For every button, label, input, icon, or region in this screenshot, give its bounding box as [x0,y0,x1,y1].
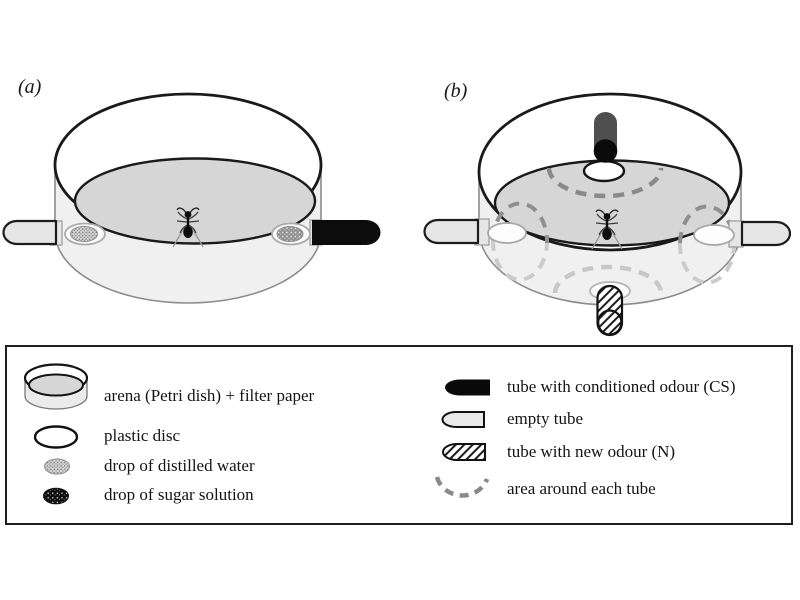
empty-tube-right-b [740,220,792,247]
area-arc-top-b [546,167,664,199]
plastic-disc-top-b [582,159,626,183]
legend-label-cs-tube: tube with conditioned odour (CS) [507,377,736,396]
filter-paper-a [73,157,317,245]
new-odour-tube-icon [442,443,486,461]
plastic-disc-left-b [487,222,527,244]
area-arc-right-light-b [677,242,736,285]
area-arc-left-light-b [490,239,549,282]
empty-tube-a [2,219,58,246]
legend-label-arena: arena (Petri dish) + filter paper [104,386,315,405]
area-arc-icon [434,476,490,498]
petri-dish-icon [23,363,89,410]
panel-b-label: (b) [444,80,468,102]
empty-tube-left-b [423,218,480,245]
legend-label-sugar-drop: drop of sugar solution [104,485,254,504]
area-arc-bottom-b [552,264,664,294]
legend-label-water-drop: drop of distilled water [104,456,255,475]
sugar-drop-icon [43,487,69,505]
area-arc-left-dark-b [491,201,550,244]
water-drop-icon [44,458,70,475]
empty-tube-icon [441,411,485,428]
panel-a-label: (a) [18,76,42,98]
plastic-disc-right-b [693,224,735,246]
new-odour-tube-b-opening [597,309,623,336]
cs-tube-a [312,220,381,245]
sugar-drop-a [276,226,304,242]
experiment-diagram [2,92,792,337]
legend-box: arena (Petri dish) + filter paper plasti… [5,345,793,525]
water-drop-a [70,226,98,242]
panel-b [423,92,792,337]
panel-a [2,92,381,304]
cs-tube-b-opening [593,139,618,163]
plastic-disc-icon [33,425,79,449]
legend-label-plastic-disc: plastic disc [104,426,181,445]
legend-label-area: area around each tube [507,479,656,498]
legend-label-empty-tube: empty tube [507,409,584,428]
cs-tube-icon [445,379,490,396]
legend-label-new-odour: tube with new odour (N) [507,442,676,461]
